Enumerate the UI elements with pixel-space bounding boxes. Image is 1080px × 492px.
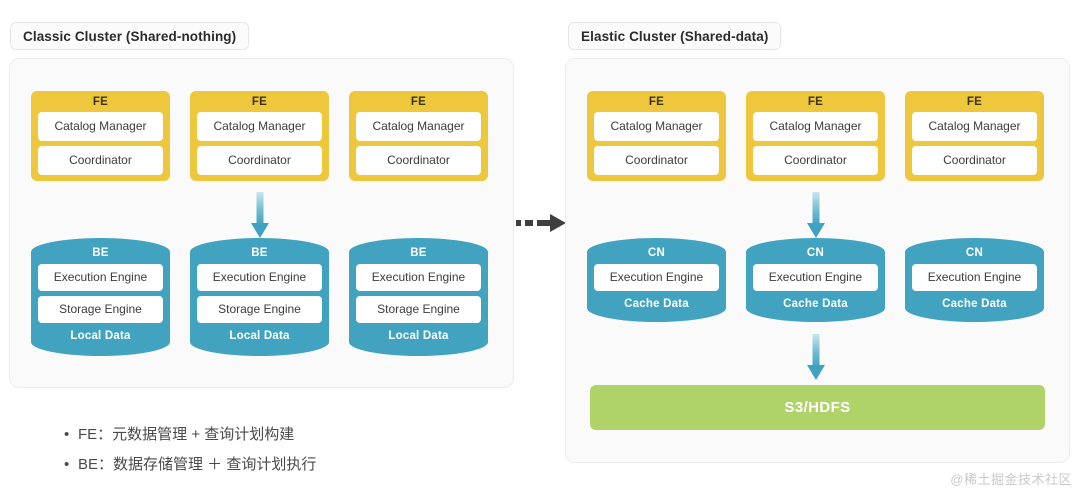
fe-node-3[interactable]: FE Catalog Manager Coordinator [349,91,488,181]
left-panel-title: Classic Cluster (Shared-nothing) [10,22,250,50]
cn-cache-data-label: Cache Data [783,298,848,310]
fe-catalog-manager-slot: Catalog Manager [356,112,481,141]
be-storage-engine-slot: Storage Engine [197,296,322,323]
fe-node-2[interactable]: FE Catalog Manager Coordinator [190,91,329,181]
cn-execution-engine-slot: Execution Engine [753,264,878,291]
classic-cluster-panel: FE Catalog Manager Coordinator FE Catalo… [9,58,514,388]
legend-list: • FE：元数据管理 + 查询计划构建 • BE：数据存储管理 ＋ 查询计划执行 [64,420,494,480]
fe-coordinator-slot: Coordinator [38,146,163,175]
be-node-2[interactable]: BE Execution Engine Storage Engine Local… [190,238,329,356]
fe-catalog-manager-slot: Catalog Manager [38,112,163,141]
watermark: @稀土掘金技术社区 [950,472,1072,487]
be-node-1[interactable]: BE Execution Engine Storage Engine Local… [31,238,170,356]
fe-coordinator-slot: Coordinator [912,146,1037,175]
down-arrow-icon [249,192,271,240]
legend-item-text: BE：数据存储管理 ＋ 查询计划执行 [78,456,317,473]
cn-node-label: CN [806,247,825,259]
dashed-right-arrow-icon [516,211,568,235]
right-panel-title: Elastic Cluster (Shared-data) [568,22,782,50]
fe-catalog-manager-slot: Catalog Manager [197,112,322,141]
be-execution-engine-slot: Execution Engine [197,264,322,291]
cn-execution-engine-slot: Execution Engine [594,264,719,291]
be-local-data-label: Local Data [70,330,131,342]
be-execution-engine-slot: Execution Engine [356,264,481,291]
cn-node-1[interactable]: CN Execution Engine Cache Data [587,238,726,322]
fe-catalog-manager-slot: Catalog Manager [594,112,719,141]
cn-cache-data-label: Cache Data [942,298,1007,310]
shared-storage-bar[interactable]: S3/HDFS [590,385,1045,430]
fe-node-label: FE [251,96,268,108]
fe-catalog-manager-slot: Catalog Manager [912,112,1037,141]
fe-catalog-manager-slot: Catalog Manager [753,112,878,141]
be-node-label: BE [92,247,109,259]
fe-coordinator-slot: Coordinator [594,146,719,175]
list-item: • BE：数据存储管理 ＋ 查询计划执行 [64,450,494,480]
cn-node-label: CN [647,247,666,259]
fe-node-label: FE [92,96,109,108]
fe-node-2[interactable]: FE Catalog Manager Coordinator [746,91,885,181]
fe-coordinator-slot: Coordinator [753,146,878,175]
fe-coordinator-slot: Coordinator [197,146,322,175]
be-node-label: BE [251,247,268,259]
down-arrow-icon [805,192,827,240]
bullet-icon: • [64,456,70,473]
fe-node-1[interactable]: FE Catalog Manager Coordinator [31,91,170,181]
cn-node-3[interactable]: CN Execution Engine Cache Data [905,238,1044,322]
be-node-label: BE [410,247,427,259]
cn-execution-engine-slot: Execution Engine [912,264,1037,291]
cn-node-label: CN [965,247,984,259]
fe-node-3[interactable]: FE Catalog Manager Coordinator [905,91,1044,181]
be-storage-engine-slot: Storage Engine [356,296,481,323]
legend-item-text: FE：元数据管理 + 查询计划构建 [78,426,295,443]
be-local-data-label: Local Data [229,330,290,342]
be-node-3[interactable]: BE Execution Engine Storage Engine Local… [349,238,488,356]
fe-node-label: FE [410,96,427,108]
fe-node-1[interactable]: FE Catalog Manager Coordinator [587,91,726,181]
cn-cache-data-label: Cache Data [624,298,689,310]
fe-node-label: FE [648,96,665,108]
fe-coordinator-slot: Coordinator [356,146,481,175]
be-storage-engine-slot: Storage Engine [38,296,163,323]
storage-label: S3/HDFS [784,399,851,416]
fe-node-label: FE [807,96,824,108]
fe-node-label: FE [966,96,983,108]
be-execution-engine-slot: Execution Engine [38,264,163,291]
list-item: • FE：元数据管理 + 查询计划构建 [64,420,494,450]
bullet-icon: • [64,426,70,443]
down-arrow-icon [805,334,827,382]
cn-node-2[interactable]: CN Execution Engine Cache Data [746,238,885,322]
be-local-data-label: Local Data [388,330,449,342]
